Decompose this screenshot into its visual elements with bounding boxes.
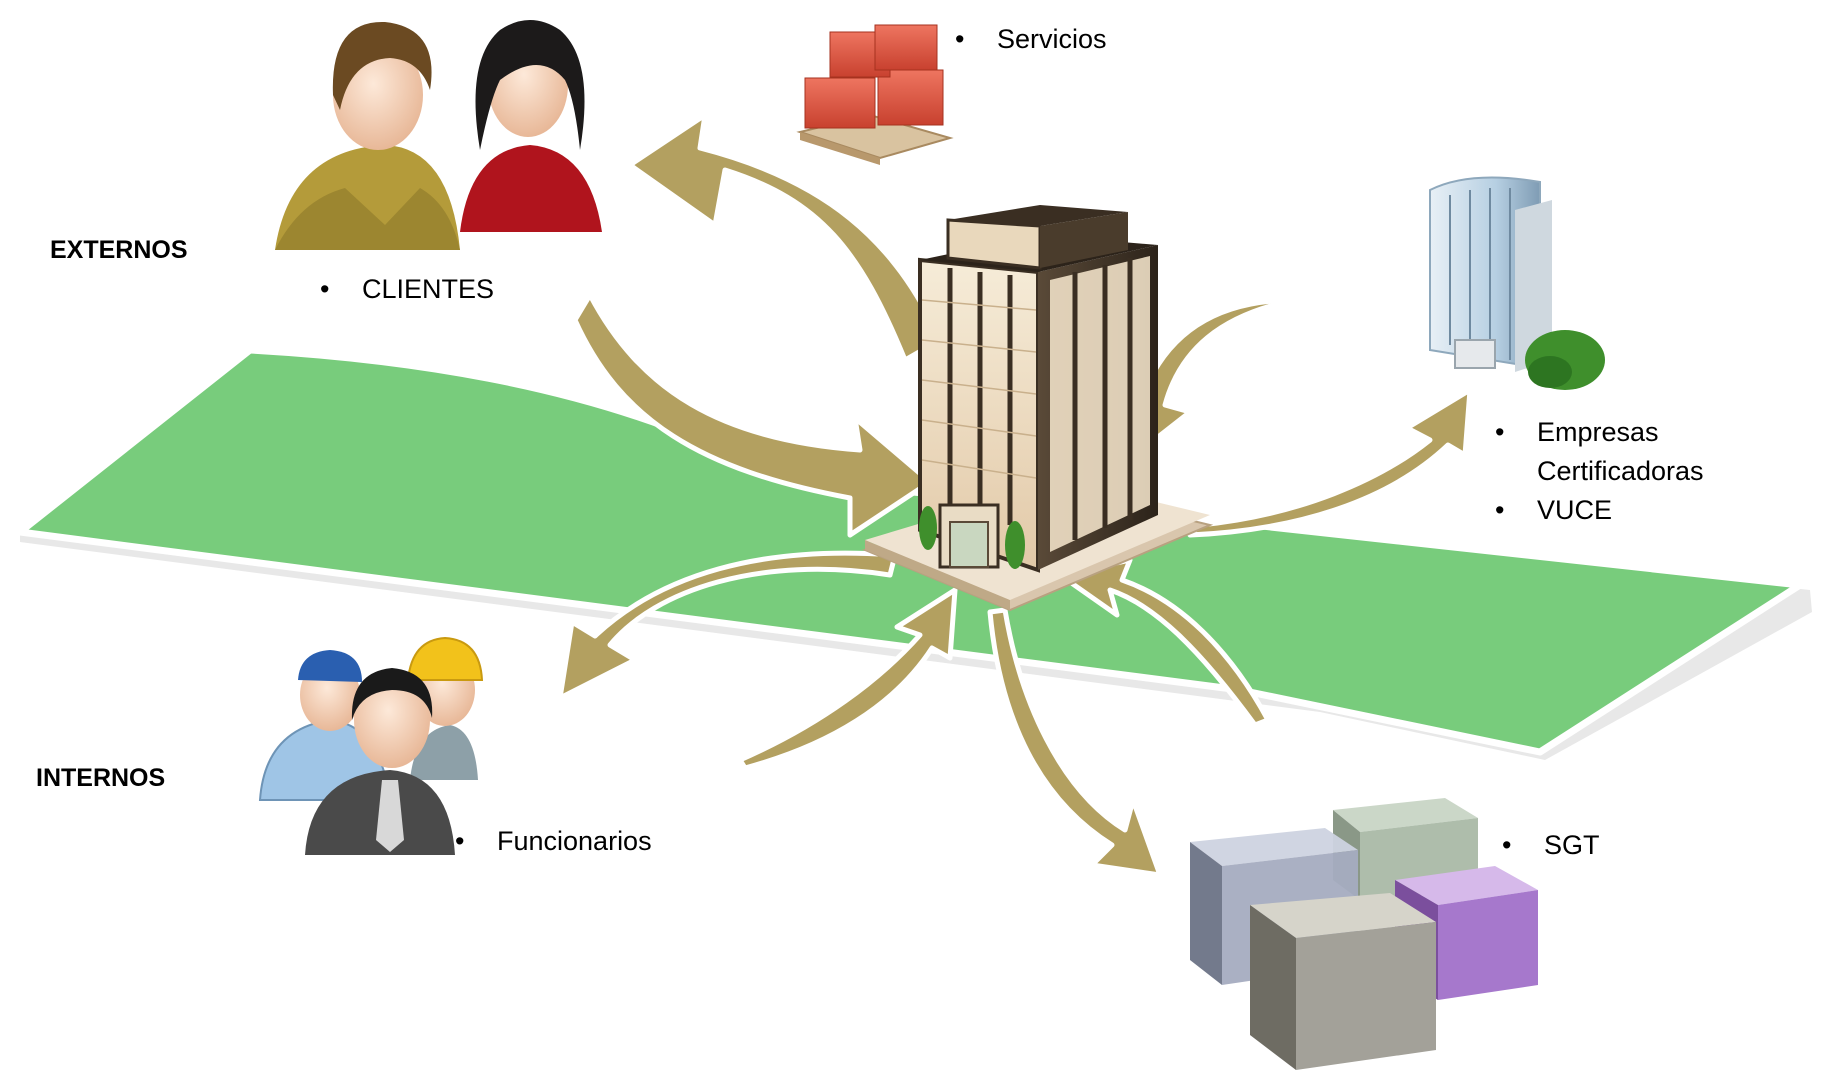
client-people-icon: [275, 20, 602, 250]
arrow-to-empresas: [1187, 387, 1473, 538]
bullet: •: [1495, 495, 1505, 525]
bullet: •: [955, 24, 965, 54]
entity-funcionarios-label: Funcionarios: [497, 826, 652, 856]
entity-clientes-label: CLIENTES: [362, 274, 495, 304]
entity-empresas-label-line1: Empresas: [1537, 417, 1659, 447]
system-cubes-icon: [1190, 798, 1538, 1070]
entity-servicios: • Servicios: [955, 20, 1107, 59]
entity-servicios-label: Servicios: [997, 24, 1107, 54]
relationship-arrows: [557, 112, 1473, 878]
arrow-from-funcionarios: [737, 587, 958, 771]
boxes-pallet-icon: [796, 24, 954, 165]
corporate-tower-icon: [1429, 176, 1605, 390]
group-label-internos: INTERNOS: [36, 764, 166, 792]
bullet: •: [320, 274, 330, 304]
bullet: •: [1502, 830, 1512, 860]
entity-clientes: • CLIENTES: [320, 270, 494, 309]
entity-sgt: • SGT: [1502, 826, 1600, 865]
office-building-icon: [862, 205, 1214, 612]
entity-vuce-label: VUCE: [1537, 495, 1613, 525]
entity-funcionarios: • Funcionarios: [455, 822, 652, 861]
bullet: •: [1495, 417, 1505, 447]
bullet: •: [455, 826, 465, 856]
arrow-from-clientes: [572, 292, 933, 538]
arrow-to-sgt: [987, 607, 1163, 878]
entity-empresas-label-line2: Certificadoras: [1537, 456, 1704, 486]
entity-sgt-label: SGT: [1544, 830, 1600, 860]
arrow-to-funcionarios: [557, 550, 898, 701]
workers-icon: [258, 636, 484, 855]
entity-empresas: • Empresas Certificadoras • VUCE: [1495, 413, 1704, 530]
arrow-to-clientes: [627, 112, 943, 363]
group-label-externos: EXTERNOS: [50, 236, 188, 264]
